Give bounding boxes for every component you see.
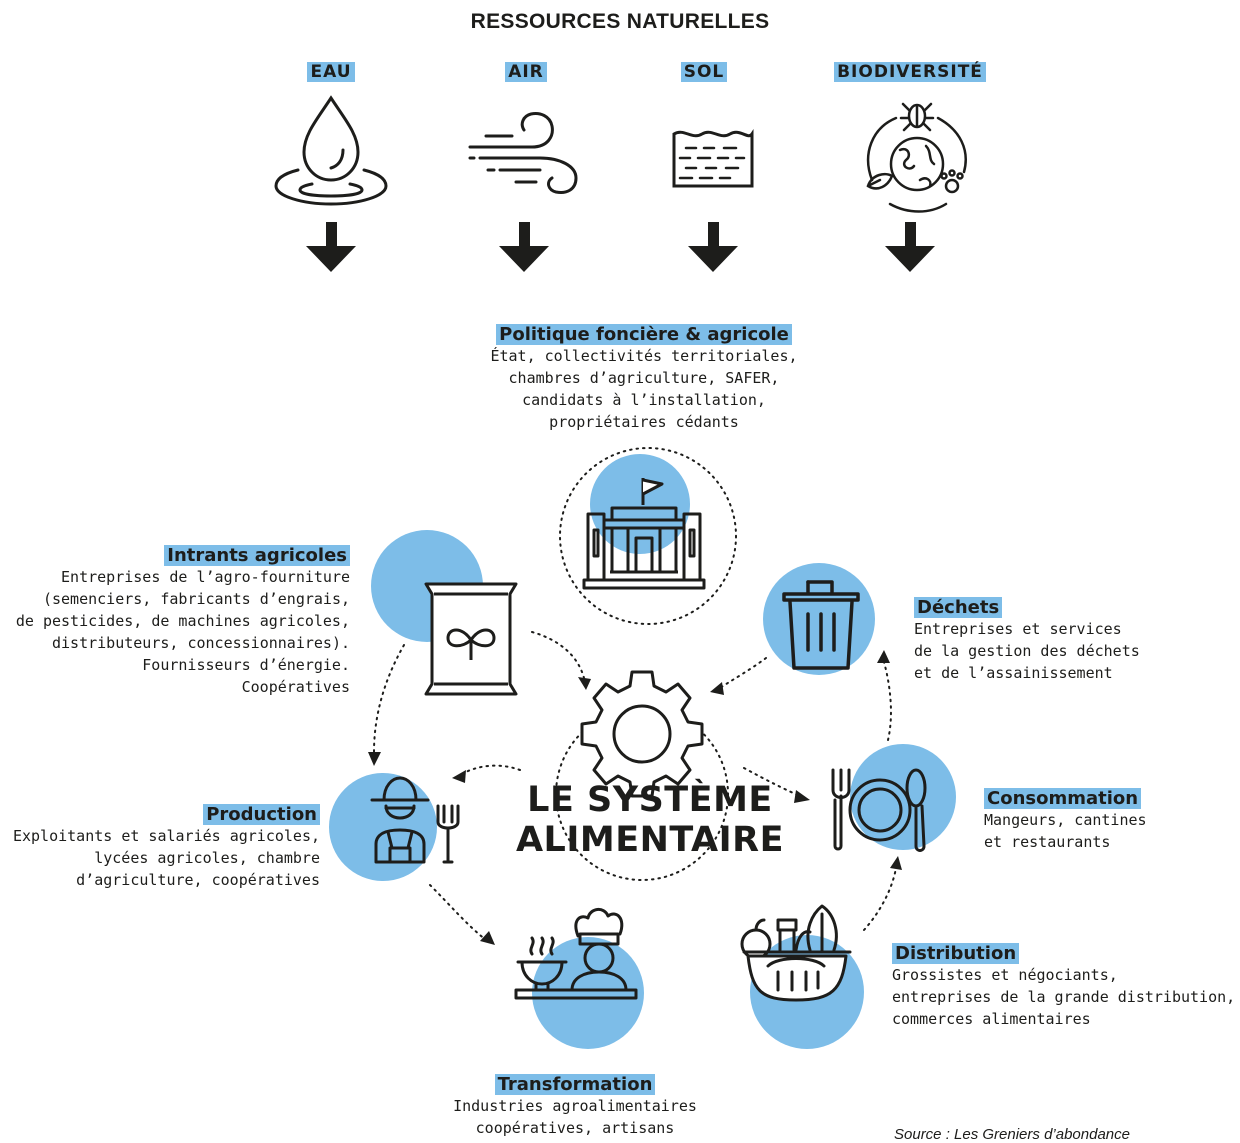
- plate-cutlery-icon: [831, 768, 927, 852]
- actor-distribution: Distribution Grossistes et négociants, e…: [892, 943, 1237, 1030]
- resource-label-biodiversite: BIODIVERSITÉ: [810, 62, 1010, 82]
- actor-description: Entreprises et services de la gestion de…: [914, 620, 1140, 682]
- water-drop-icon: [274, 95, 388, 206]
- actor-description: Grossistes et négociants, entreprises de…: [892, 966, 1236, 1028]
- source-note: Source : Les Greniers d’abondance: [894, 1126, 1130, 1143]
- actor-politique: Politique foncière & agricole État, coll…: [400, 324, 888, 433]
- actor-heading: Production: [0, 804, 320, 825]
- resource-label-eau: EAU: [281, 62, 381, 82]
- resource-label-sol: SOL: [654, 62, 754, 82]
- government-building-icon: [582, 478, 706, 590]
- trash-bin-icon: [782, 580, 860, 670]
- central-label-line2: ALIMENTAIRE: [515, 820, 785, 860]
- actor-description: Entreprises de l’agro-fourniture (semenc…: [15, 568, 350, 696]
- actor-heading: Transformation: [400, 1074, 750, 1095]
- flow-arrowheads: [368, 650, 902, 945]
- wind-icon: [468, 112, 578, 194]
- actor-transformation: Transformation Industries agroalimentair…: [400, 1074, 750, 1139]
- chef-icon: [514, 908, 638, 1000]
- actor-heading: Politique foncière & agricole: [400, 324, 888, 345]
- actor-heading: Intrants agricoles: [0, 545, 350, 566]
- actor-consommation: Consommation Mangeurs, cantines et resta…: [984, 788, 1234, 853]
- soil-icon: [672, 129, 754, 188]
- central-label: LE SYSTÈME ALIMENTAIRE: [500, 780, 800, 860]
- actor-heading: Distribution: [892, 943, 1237, 964]
- actor-heading: Déchets: [914, 597, 1234, 618]
- actor-description: État, collectivités territoriales, chamb…: [490, 347, 798, 431]
- central-label-line1: LE SYSTÈME: [527, 780, 773, 820]
- gear-icon: [580, 670, 704, 798]
- diagram-title: RESSOURCES NATURELLES: [470, 10, 770, 33]
- resource-arrows: [306, 222, 935, 272]
- actor-description: Industries agroalimentaires coopératives…: [453, 1097, 697, 1137]
- dotted-circle-politique: [559, 447, 737, 625]
- actor-heading: Consommation: [984, 788, 1234, 809]
- biodiversity-icon: [866, 102, 967, 213]
- actor-description: Exploitants et salariés agricoles, lycée…: [12, 827, 320, 889]
- actor-description: Mangeurs, cantines et restaurants: [984, 811, 1147, 851]
- resource-label-air: AIR: [476, 62, 576, 82]
- food-basket-icon: [740, 904, 852, 1002]
- actor-dechets: Déchets Entreprises et services de la ge…: [914, 597, 1234, 684]
- seed-bag-icon: [424, 582, 518, 696]
- farmer-icon: [370, 776, 460, 864]
- actor-intrants: Intrants agricoles Entreprises de l’agro…: [0, 545, 350, 698]
- actor-production: Production Exploitants et salariés agric…: [0, 804, 320, 891]
